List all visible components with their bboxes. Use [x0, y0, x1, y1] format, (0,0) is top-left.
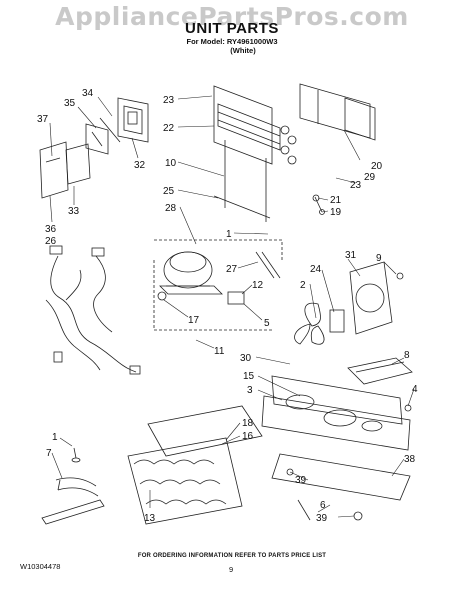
callout-16: 16 — [242, 431, 254, 442]
callout-1-bottom: 1 — [52, 432, 58, 443]
compressor-assembly — [153, 239, 283, 331]
callout-10: 10 — [165, 158, 177, 169]
callout-20: 20 — [371, 161, 383, 172]
callout-39-lower: 39 — [316, 513, 328, 524]
callout-36: 36 — [45, 224, 57, 235]
model-line: For Model: RY4961000W3 — [186, 37, 278, 46]
document-number: W10304478 — [20, 562, 61, 571]
callout-6: 6 — [320, 500, 326, 511]
callout-21: 21 — [330, 195, 342, 206]
callout-24: 24 — [310, 264, 322, 275]
callout-31: 31 — [345, 250, 357, 261]
machine-compartment-base — [261, 375, 412, 451]
page-number: 9 — [229, 565, 234, 574]
callout-37: 37 — [37, 114, 49, 125]
callout-19: 19 — [330, 207, 342, 218]
leader-lines — [49, 95, 415, 518]
callout-13: 13 — [144, 513, 156, 524]
callout-2: 2 — [300, 280, 306, 291]
callout-18: 18 — [242, 418, 254, 429]
callout-30: 30 — [240, 353, 252, 364]
watermark: AppliancePartsPros.com — [55, 2, 409, 31]
drain-tube-assembly — [41, 447, 105, 525]
callout-11: 11 — [214, 346, 225, 357]
callout-32: 32 — [134, 160, 146, 171]
callout-38: 38 — [404, 454, 416, 465]
callout-labels: 34 35 37 32 33 36 26 23 22 10 25 28 1 27… — [37, 88, 418, 524]
callout-35: 35 — [64, 98, 76, 109]
callout-17: 17 — [188, 315, 200, 326]
fan-bracket — [347, 357, 413, 385]
page-title: UNIT PARTS — [185, 20, 279, 37]
callout-39-upper: 39 — [295, 475, 307, 486]
callout-5: 5 — [264, 318, 270, 329]
control-mounting-bracket — [39, 141, 91, 199]
callout-15: 15 — [243, 371, 255, 382]
callout-33: 33 — [68, 206, 80, 217]
machine-compartment-cover — [271, 453, 411, 521]
callout-23-right: 23 — [350, 180, 362, 191]
callout-8: 8 — [404, 350, 410, 361]
electronic-control-board — [85, 117, 121, 155]
wire-harness — [45, 245, 141, 375]
callout-28: 28 — [165, 203, 177, 214]
callout-3: 3 — [247, 385, 253, 396]
ordering-note: FOR ORDERING INFORMATION REFER TO PARTS … — [137, 553, 327, 559]
callout-34: 34 — [82, 88, 94, 99]
air-duct — [299, 83, 376, 141]
drain-pan — [127, 405, 263, 525]
callout-9: 9 — [376, 253, 382, 264]
callout-22: 22 — [163, 123, 175, 134]
callout-23-top: 23 — [163, 95, 175, 106]
callout-4: 4 — [412, 384, 418, 395]
callout-12: 12 — [252, 280, 264, 291]
color-line: (White) — [230, 46, 256, 55]
callout-27: 27 — [226, 264, 238, 275]
callout-7: 7 — [46, 448, 52, 459]
callout-25: 25 — [163, 186, 175, 197]
callout-1-top: 1 — [226, 229, 232, 240]
control-box-cover — [117, 97, 149, 143]
condenser-assembly — [213, 85, 297, 222]
callout-26: 26 — [45, 236, 57, 247]
condenser-fan-assembly — [294, 261, 404, 345]
callout-29: 29 — [364, 172, 376, 183]
